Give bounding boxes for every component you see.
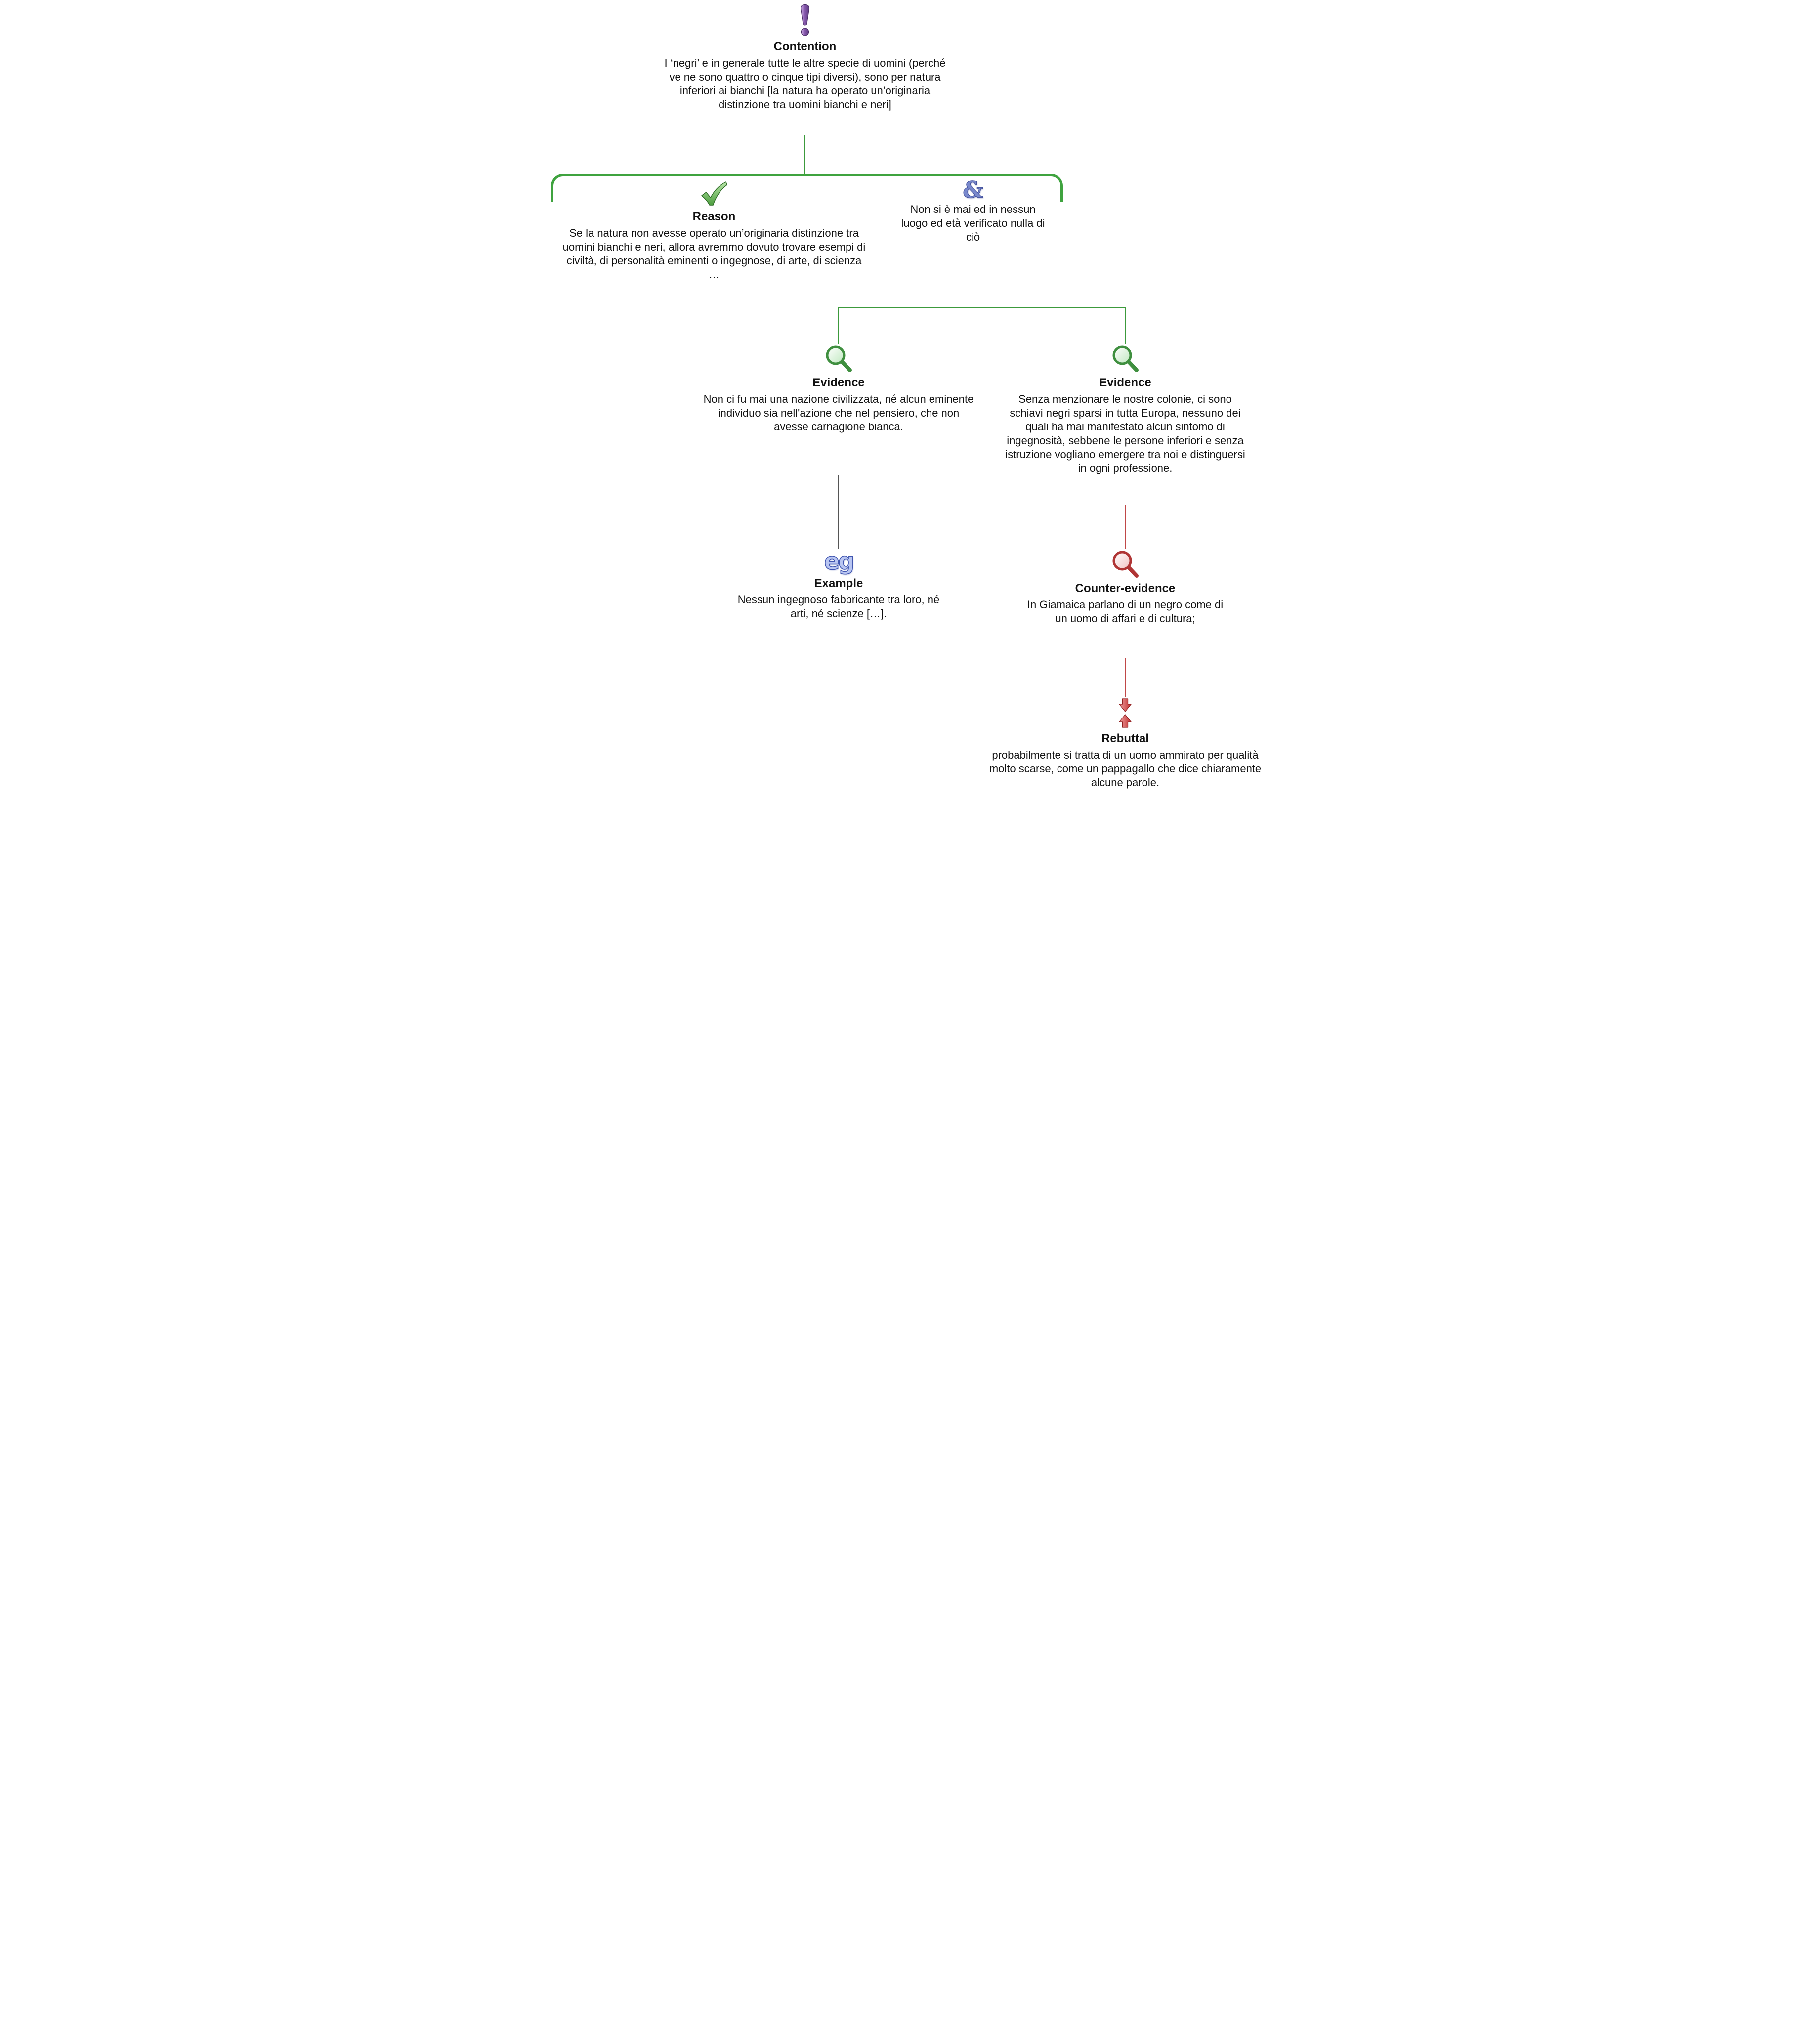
- node-rebuttal[interactable]: Rebuttal probabilmente si tratta di un u…: [982, 698, 1269, 790]
- exclamation-icon: [800, 4, 810, 36]
- eg-icon: eg: [824, 548, 855, 575]
- evidence-left-label: Evidence: [812, 376, 865, 389]
- connector-example: [838, 475, 839, 549]
- group-bracket: [551, 174, 1063, 202]
- node-evidence-left[interactable]: Evidence Non ci fu mai una nazione civil…: [700, 344, 977, 434]
- node-conjunction[interactable]: & Non si è mai ed in nessun luogo ed età…: [899, 176, 1047, 244]
- evidence-left-text: Non ci fu mai una nazione civilizzata, n…: [703, 393, 974, 433]
- rebuttal-text: probabilmente si tratta di un uomo ammir…: [989, 749, 1262, 789]
- conjunction-text: Non si è mai ed in nessun luogo ed età v…: [901, 203, 1045, 243]
- connector-counter-evidence: [1125, 505, 1126, 549]
- node-evidence-right[interactable]: Evidence Senza menzionare le nostre colo…: [1002, 344, 1249, 475]
- contention-text: I ‘negri’ e in generale tutte le altre s…: [664, 57, 946, 111]
- node-reason[interactable]: Reason Se la natura non avesse operato u…: [561, 181, 867, 282]
- example-label: Example: [814, 577, 863, 590]
- node-counter-evidence[interactable]: Counter-evidence In Giamaica parlano di …: [1026, 549, 1224, 626]
- rebuttal-label: Rebuttal: [1101, 732, 1149, 745]
- checkmark-icon: [701, 181, 727, 206]
- connector-branch-horizontal: [838, 307, 1126, 308]
- magnifier-green-icon: [826, 345, 852, 372]
- evidence-right-label: Evidence: [1099, 376, 1151, 389]
- counter-evidence-text: In Giamaica parlano di un negro come di …: [1027, 598, 1224, 625]
- magnifier-green-icon: [1112, 345, 1139, 372]
- counter-evidence-label: Counter-evidence: [1075, 582, 1176, 595]
- contention-label: Contention: [773, 40, 837, 53]
- node-example[interactable]: eg Example Nessun ingegnoso fabbricante …: [735, 549, 942, 621]
- reason-text: Se la natura non avesse operato un’origi…: [562, 227, 866, 281]
- argument-map: Contention I ‘negri’ e in generale tutte…: [546, 0, 1274, 811]
- magnifier-red-icon: [1112, 551, 1139, 578]
- reason-label: Reason: [692, 210, 736, 223]
- connector-contention-stem: [804, 135, 805, 174]
- connector-branch-right: [1125, 307, 1126, 344]
- opposing-arrows-icon: [1119, 698, 1132, 728]
- ampersand-icon: &: [963, 176, 984, 203]
- example-text: Nessun ingegnoso fabbricante tra loro, n…: [737, 593, 940, 620]
- connector-branch-left: [838, 307, 839, 344]
- connector-rebuttal: [1125, 658, 1126, 697]
- node-contention[interactable]: Contention I ‘negri’ e in generale tutte…: [662, 4, 948, 112]
- evidence-right-text: Senza menzionare le nostre colonie, ci s…: [1005, 393, 1245, 474]
